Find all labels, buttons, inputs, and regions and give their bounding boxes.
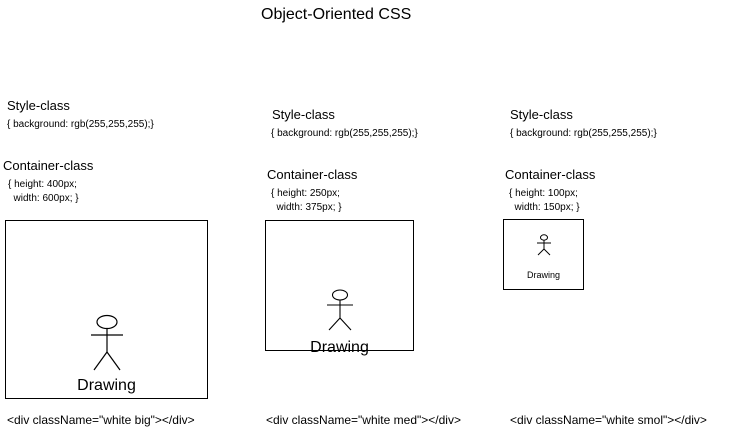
div-markup-med: <div className="white med"></div> (266, 413, 461, 427)
container-class-label-med: Container-class (267, 167, 358, 182)
style-class-rule-big: { background: rgb(255,255,255);} (7, 119, 154, 130)
diagram-title: Object-Oriented CSS (261, 6, 412, 23)
style-class-label-big: Style-class (7, 98, 70, 113)
container-box-smol: Drawing (503, 219, 584, 290)
drawing-label-smol: Drawing (526, 270, 560, 280)
stick-figure-icon (537, 234, 551, 256)
stick-figure-icon (327, 289, 353, 331)
container-class-rule-smol: { height: 100px; width: 150px; } (509, 188, 580, 213)
div-markup-big: <div className="white big"></div> (7, 413, 195, 427)
drawing-label-med: Drawing (310, 339, 369, 356)
div-markup-smol: <div className="white smol"></div> (510, 413, 707, 427)
container-class-label-big: Container-class (3, 158, 94, 173)
stick-figure-icon (91, 314, 123, 371)
style-class-label-med: Style-class (272, 107, 335, 122)
container-box-big: Drawing (5, 220, 208, 399)
drawing-label-big: Drawing (77, 377, 136, 394)
container-class-rule-big: { height: 400px; width: 600px; } (8, 179, 79, 204)
style-class-rule-med: { background: rgb(255,255,255);} (271, 128, 418, 139)
container-class-rule-med: { height: 250px; width: 375px; } (271, 188, 342, 213)
container-class-label-smol: Container-class (505, 167, 596, 182)
style-class-label-smol: Style-class (510, 107, 573, 122)
container-box-med: Drawing (265, 220, 414, 356)
style-class-rule-smol: { background: rgb(255,255,255);} (510, 128, 657, 139)
